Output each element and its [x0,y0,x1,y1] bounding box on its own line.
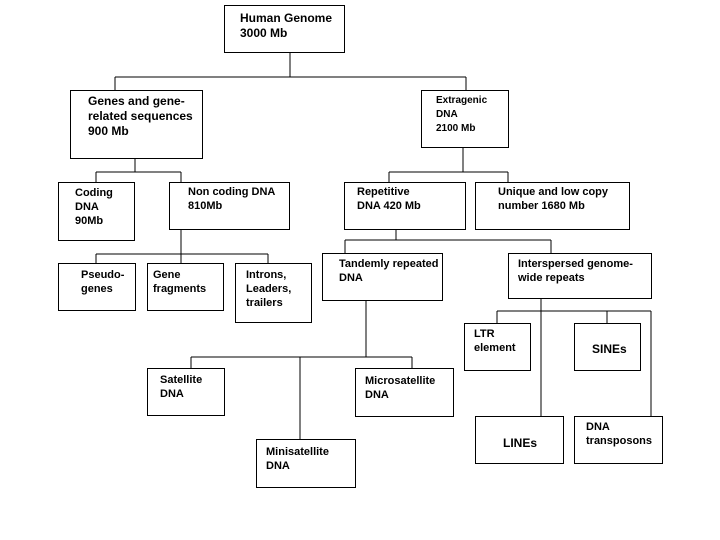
node-coding-dna-label: Coding DNA 90Mb [75,187,113,227]
node-tandemly-repeated-dna-label: Tandemly repeated DNA [339,258,439,284]
node-human-genome-label: Human Genome 3000 Mb [240,11,333,40]
node-gene-fragments-label: Gene fragments [153,269,207,295]
node-interspersed-repeats-label: Interspersed genome- wide repeats [518,258,633,284]
node-introns-leaders-trailers: Introns, Leaders, trailers [235,263,312,323]
node-tandemly-repeated-dna: Tandemly repeated DNA [322,253,443,301]
node-minisatellite-dna: Minisatellite DNA [256,439,356,488]
node-coding-dna: Coding DNA 90Mb [58,182,135,241]
node-extragenic-label: Extragenic DNA 2100 Mb [436,95,488,134]
node-pseudogenes: Pseudo- genes [58,263,136,311]
node-gene-fragments: Gene fragments [147,263,224,311]
node-repetitive-dna-label: Repetitive DNA 420 Mb [357,186,421,212]
node-pseudogenes-label: Pseudo- genes [81,269,125,295]
node-non-coding-dna-label: Non coding DNA 810Mb [188,186,276,212]
node-ltr-element: LTR element [464,323,531,371]
node-interspersed-repeats: Interspersed genome- wide repeats [508,253,652,299]
node-unique-low-copy: Unique and low copy number 1680 Mb [475,182,630,230]
node-satellite-dna-label: Satellite DNA [160,374,203,400]
node-human-genome: Human Genome 3000 Mb [224,5,345,53]
node-genes: Genes and gene- related sequences 900 Mb [70,90,203,159]
node-ltr-element-label: LTR element [474,328,516,354]
node-non-coding-dna: Non coding DNA 810Mb [169,182,290,230]
node-microsatellite-dna-label: Microsatellite DNA [365,375,436,401]
node-lines: LINEs [475,416,564,464]
node-minisatellite-dna-label: Minisatellite DNA [266,446,329,472]
node-satellite-dna: Satellite DNA [147,368,225,416]
node-dna-transposons-label: DNA transposons [586,421,653,447]
node-microsatellite-dna: Microsatellite DNA [355,368,454,417]
node-dna-transposons: DNA transposons [574,416,663,464]
node-introns-leaders-trailers-label: Introns, Leaders, trailers [246,269,292,309]
node-sines: SINEs [574,323,641,371]
node-sines-label: SINEs [592,342,627,356]
node-repetitive-dna: Repetitive DNA 420 Mb [344,182,466,230]
node-extragenic: Extragenic DNA 2100 Mb [421,90,509,148]
node-genes-label: Genes and gene- related sequences 900 Mb [88,94,193,138]
node-lines-label: LINEs [503,436,538,450]
node-unique-low-copy-label: Unique and low copy number 1680 Mb [498,186,609,212]
